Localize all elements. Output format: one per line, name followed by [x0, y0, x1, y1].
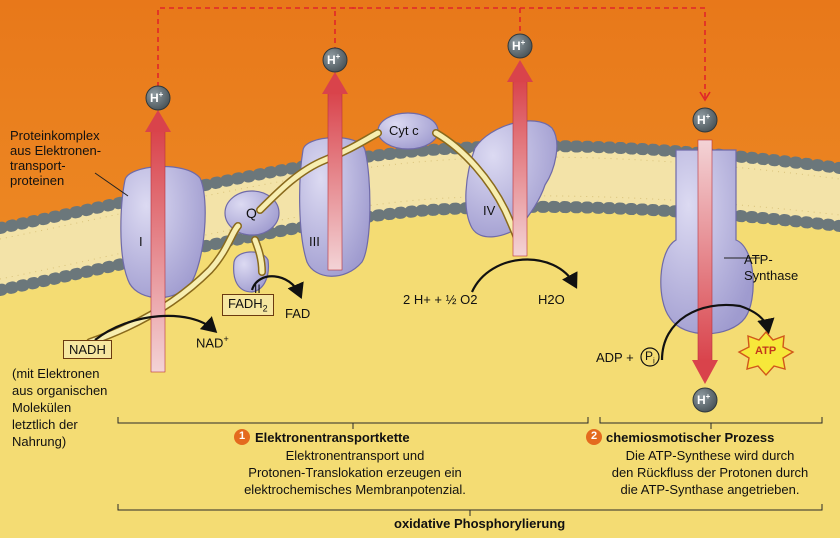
proton-backflow-arrowhead [692, 360, 718, 384]
water-formation-arrow [470, 258, 578, 293]
membrane-core [0, 146, 840, 290]
proton-label-iv: H+ [512, 38, 526, 53]
oxidative-phosphorylation-title: oxidative Phosphorylierung [394, 516, 566, 531]
electron-source-label: (mit Elektronen aus organischen Moleküle… [12, 366, 108, 449]
complex-i-label: I [139, 234, 143, 249]
phosphate-icon [640, 347, 660, 367]
atp-star-icon [737, 330, 795, 377]
electron-transport-title: Elektronentransportkette [255, 430, 410, 445]
chemiosmosis-title: chemiosmotischer Prozess [606, 430, 775, 445]
water-reaction-label: 2 H+ + ½ O2 [403, 292, 478, 307]
fadh2-box: FADH2 [222, 294, 274, 316]
complex-iii-label: III [309, 234, 320, 249]
proton-cycle-links [334, 8, 521, 52]
protein-complex-label: Proteinkomplex aus Elektronen- transport… [10, 128, 102, 188]
leader-lines [94, 172, 760, 259]
step-2-number: 2 [591, 430, 598, 442]
nadh-oxidation-arrow [94, 314, 218, 341]
electron-transport-description: Elektronentransport und Protonen-Translo… [244, 448, 466, 497]
chemiosmosis-description: Die ATP-Synthese wird durch den Rückflus… [611, 448, 809, 497]
adp-label: ADP + [596, 350, 634, 365]
proton-pump-arrow-i [150, 129, 166, 373]
proton-pump-arrow-iv [512, 79, 528, 257]
atp-synthase-label: ATP- Synthase [744, 252, 799, 283]
proton-pump-arrow-iii [327, 91, 343, 271]
proton-label-synthase-in: H+ [697, 112, 711, 127]
step-1-badge [234, 429, 250, 445]
complex-ii-label: II [254, 282, 261, 296]
proton-pump-arrowhead-iii [322, 72, 348, 94]
chemiosmosis-brace [599, 417, 823, 429]
proton-cycle-top [157, 7, 706, 100]
oxidative-phosphorylation-brace [117, 504, 823, 516]
proton-pump-arrowhead-iv [507, 60, 533, 82]
proton-backflow-arrow [697, 139, 713, 363]
ubiquinone-label: Q [246, 205, 257, 221]
atp-synthesis-arrow [660, 303, 775, 361]
proton-icon [145, 33, 718, 413]
proton-label-synthase-out: H+ [697, 392, 711, 407]
electron-transport-brace [117, 417, 589, 429]
proton-pump-arrowhead-i [145, 110, 171, 132]
fadh2-electron-path [252, 237, 265, 275]
proton-label-i: H+ [150, 90, 164, 105]
cytochrome-c-label: Cyt c [389, 123, 419, 138]
water-label: H2O [538, 292, 565, 307]
proton-label-iii: H+ [327, 52, 341, 67]
step-2-badge [586, 429, 602, 445]
nadh-box: NADH [63, 340, 112, 359]
complex-iv-shape [465, 120, 558, 238]
phosphate-label: Pi [645, 349, 655, 366]
atp-label: ATP [755, 345, 777, 357]
nad-plus-label: NAD+ [196, 334, 229, 351]
complex-iv-label: IV [483, 203, 496, 218]
step-1-number: 1 [239, 430, 246, 442]
proton-cycle-heads [352, 7, 711, 102]
fadh2-oxidation-arrow [250, 275, 304, 300]
fad-label: FAD [285, 306, 311, 321]
